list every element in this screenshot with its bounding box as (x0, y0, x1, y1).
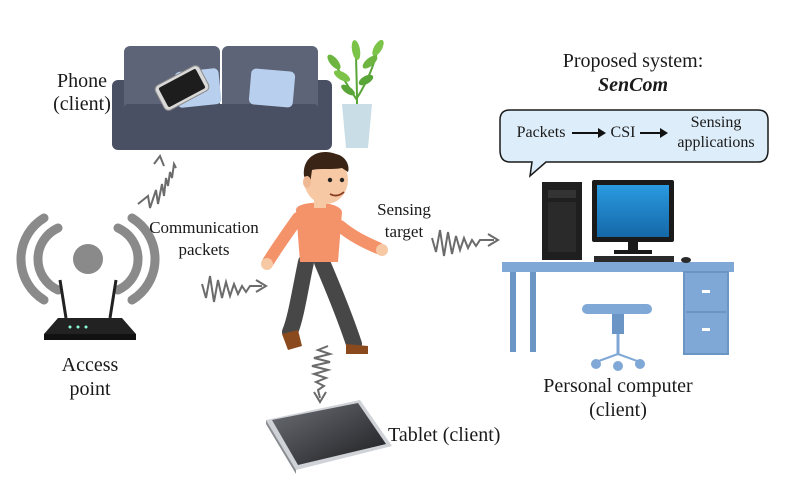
wave-access-point-to-person (201, 275, 268, 303)
sofa (112, 46, 332, 150)
sensing-target-label-line2: target (384, 222, 424, 241)
tablet-icon (266, 400, 392, 474)
phone-icon (154, 65, 210, 111)
access-point-icon (16, 213, 160, 340)
communication-packets-label-line2: packets (178, 240, 230, 259)
proposed-system-label: Proposed system: (562, 50, 704, 72)
access-point-label-line2: point (69, 378, 111, 400)
phone-label-line2: (client) (53, 93, 111, 115)
pipeline-step-csi: CSI (610, 124, 636, 141)
pipeline-arrow-1 (572, 128, 606, 138)
pipeline-step-packets: Packets (516, 124, 566, 141)
pc-label-line2: (client) (589, 399, 647, 421)
access-point-label-line1: Access (61, 354, 119, 376)
sensing-target-label-line1: Sensing (377, 200, 431, 219)
wave-person-to-tablet (310, 345, 334, 404)
desk-and-computer (502, 180, 734, 371)
pipeline-step-sensing-line1: Sensing (690, 114, 742, 131)
communication-packets-label-line1: Communication (149, 218, 259, 237)
person-sensing-target (261, 152, 388, 354)
wave-person-to-pc (431, 229, 500, 257)
tablet-label: Tablet (client) (388, 424, 501, 446)
phone-label-line1: Phone (57, 70, 107, 92)
pc-label-line1: Personal computer (543, 375, 693, 397)
wave-access-point-to-phone (137, 153, 177, 209)
sencom-system-name: SenCom (597, 74, 669, 96)
plant-icon (327, 39, 384, 148)
pipeline-arrow-2 (640, 128, 668, 138)
pipeline-speech-bubble (499, 109, 769, 178)
pipeline-step-sensing-line2: applications (677, 134, 755, 151)
